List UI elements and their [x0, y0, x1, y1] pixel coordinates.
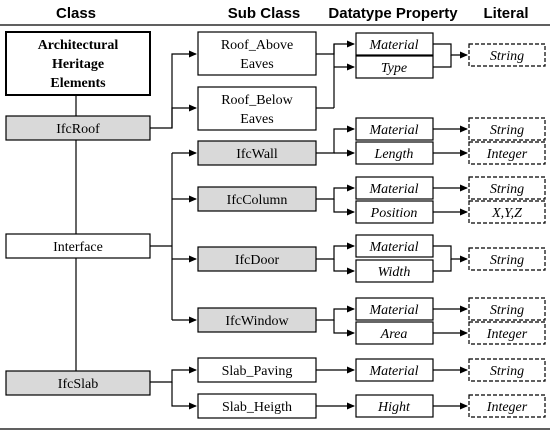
root-line-2: Heritage — [52, 57, 104, 72]
literal-column-xyz: X,Y,Z — [468, 200, 546, 224]
class-interface: Interface — [5, 233, 151, 259]
property-paving-material: Material — [355, 358, 434, 382]
literal-wall-string-label: String — [490, 123, 524, 138]
ifcdoor-label: IfcDoor — [235, 253, 280, 268]
property-door-width: Width — [355, 259, 434, 283]
header-datatype-property: Datatype Property — [328, 5, 458, 22]
interface-label: Interface — [53, 240, 103, 255]
ifcroof-label: IfcRoof — [56, 122, 100, 137]
roof-below-line-1: Roof_Below — [221, 93, 293, 108]
subclass-slab-heigth: Slab_Heigth — [197, 393, 317, 419]
wall-material-label: Material — [369, 123, 419, 138]
literal-wall-integer-label: Integer — [486, 147, 528, 162]
subclass-ifcwindow: IfcWindow — [197, 307, 317, 333]
literal-heigth-integer: Integer — [468, 394, 546, 418]
header-literal: Literal — [483, 5, 528, 22]
property-connectors — [316, 40, 355, 410]
class-root-architectural-heritage: Architectural Heritage Elements — [5, 31, 151, 96]
slab-heigth-label: Slab_Heigth — [222, 400, 292, 415]
wall-length-label: Length — [374, 147, 414, 162]
ifcslab-label: IfcSlab — [58, 377, 98, 392]
literal-window-string-label: String — [490, 303, 524, 318]
class-connectors — [75, 50, 197, 410]
roof-material-label: Material — [369, 38, 419, 53]
class-ifcslab: IfcSlab — [5, 370, 151, 396]
subclass-ifcdoor: IfcDoor — [197, 246, 317, 272]
literal-door-label: String — [490, 253, 524, 268]
property-roof-type: Type — [355, 55, 434, 79]
property-wall-material: Material — [355, 117, 434, 141]
door-width-label: Width — [378, 265, 411, 280]
paving-material-label: Material — [369, 364, 419, 379]
subclass-ifccolumn: IfcColumn — [197, 186, 317, 212]
property-window-area: Area — [355, 321, 434, 345]
literal-window-integer: Integer — [468, 321, 546, 345]
slab-paving-label: Slab_Paving — [222, 364, 293, 379]
header-class: Class — [56, 5, 96, 22]
column-material-label: Material — [369, 182, 419, 197]
subclass-ifcwall: IfcWall — [197, 140, 317, 166]
subclass-slab-paving: Slab_Paving — [197, 357, 317, 383]
ifccolumn-label: IfcColumn — [227, 193, 288, 208]
window-material-label: Material — [369, 303, 419, 318]
literal-column-string: String — [468, 176, 546, 200]
literal-connectors — [433, 43, 468, 410]
literal-window-string: String — [468, 297, 546, 321]
property-wall-length: Length — [355, 141, 434, 165]
literal-window-integer-label: Integer — [486, 327, 528, 342]
literal-paving-label: String — [490, 364, 524, 379]
subclass-roof-below-eaves: Roof_Below Eaves — [197, 86, 317, 131]
literal-paving-string: String — [468, 358, 546, 382]
property-door-material: Material — [355, 234, 434, 258]
literal-roof-string: String — [468, 43, 546, 67]
property-column-material: Material — [355, 176, 434, 200]
literal-column-xyz-label: X,Y,Z — [491, 206, 522, 221]
root-line-1: Architectural — [38, 38, 119, 53]
ifcwall-label: IfcWall — [236, 147, 278, 162]
window-area-label: Area — [380, 327, 408, 342]
class-ifcroof: IfcRoof — [5, 115, 151, 141]
literal-column-string-label: String — [490, 182, 524, 197]
literal-heigth-label: Integer — [486, 400, 528, 415]
property-column-position: Position — [355, 200, 434, 224]
literal-door-string: String — [468, 247, 546, 271]
literal-wall-integer: Integer — [468, 141, 546, 165]
roof-above-line-1: Roof_Above — [221, 38, 293, 53]
property-roof-material: Material — [355, 32, 434, 56]
property-heigth-hight: Hight — [355, 394, 434, 418]
ifcwindow-label: IfcWindow — [225, 314, 289, 329]
door-material-label: Material — [369, 240, 419, 255]
literal-roof-label: String — [490, 49, 524, 64]
root-line-3: Elements — [50, 76, 106, 91]
column-position-label: Position — [370, 206, 418, 221]
literal-wall-string: String — [468, 117, 546, 141]
roof-below-line-2: Eaves — [240, 112, 273, 127]
roof-above-line-2: Eaves — [240, 57, 273, 72]
roof-type-label: Type — [381, 61, 407, 76]
header-sub-class: Sub Class — [228, 5, 301, 22]
subclass-roof-above-eaves: Roof_Above Eaves — [197, 31, 317, 76]
property-window-material: Material — [355, 297, 434, 321]
heigth-hight-label: Hight — [377, 400, 411, 415]
